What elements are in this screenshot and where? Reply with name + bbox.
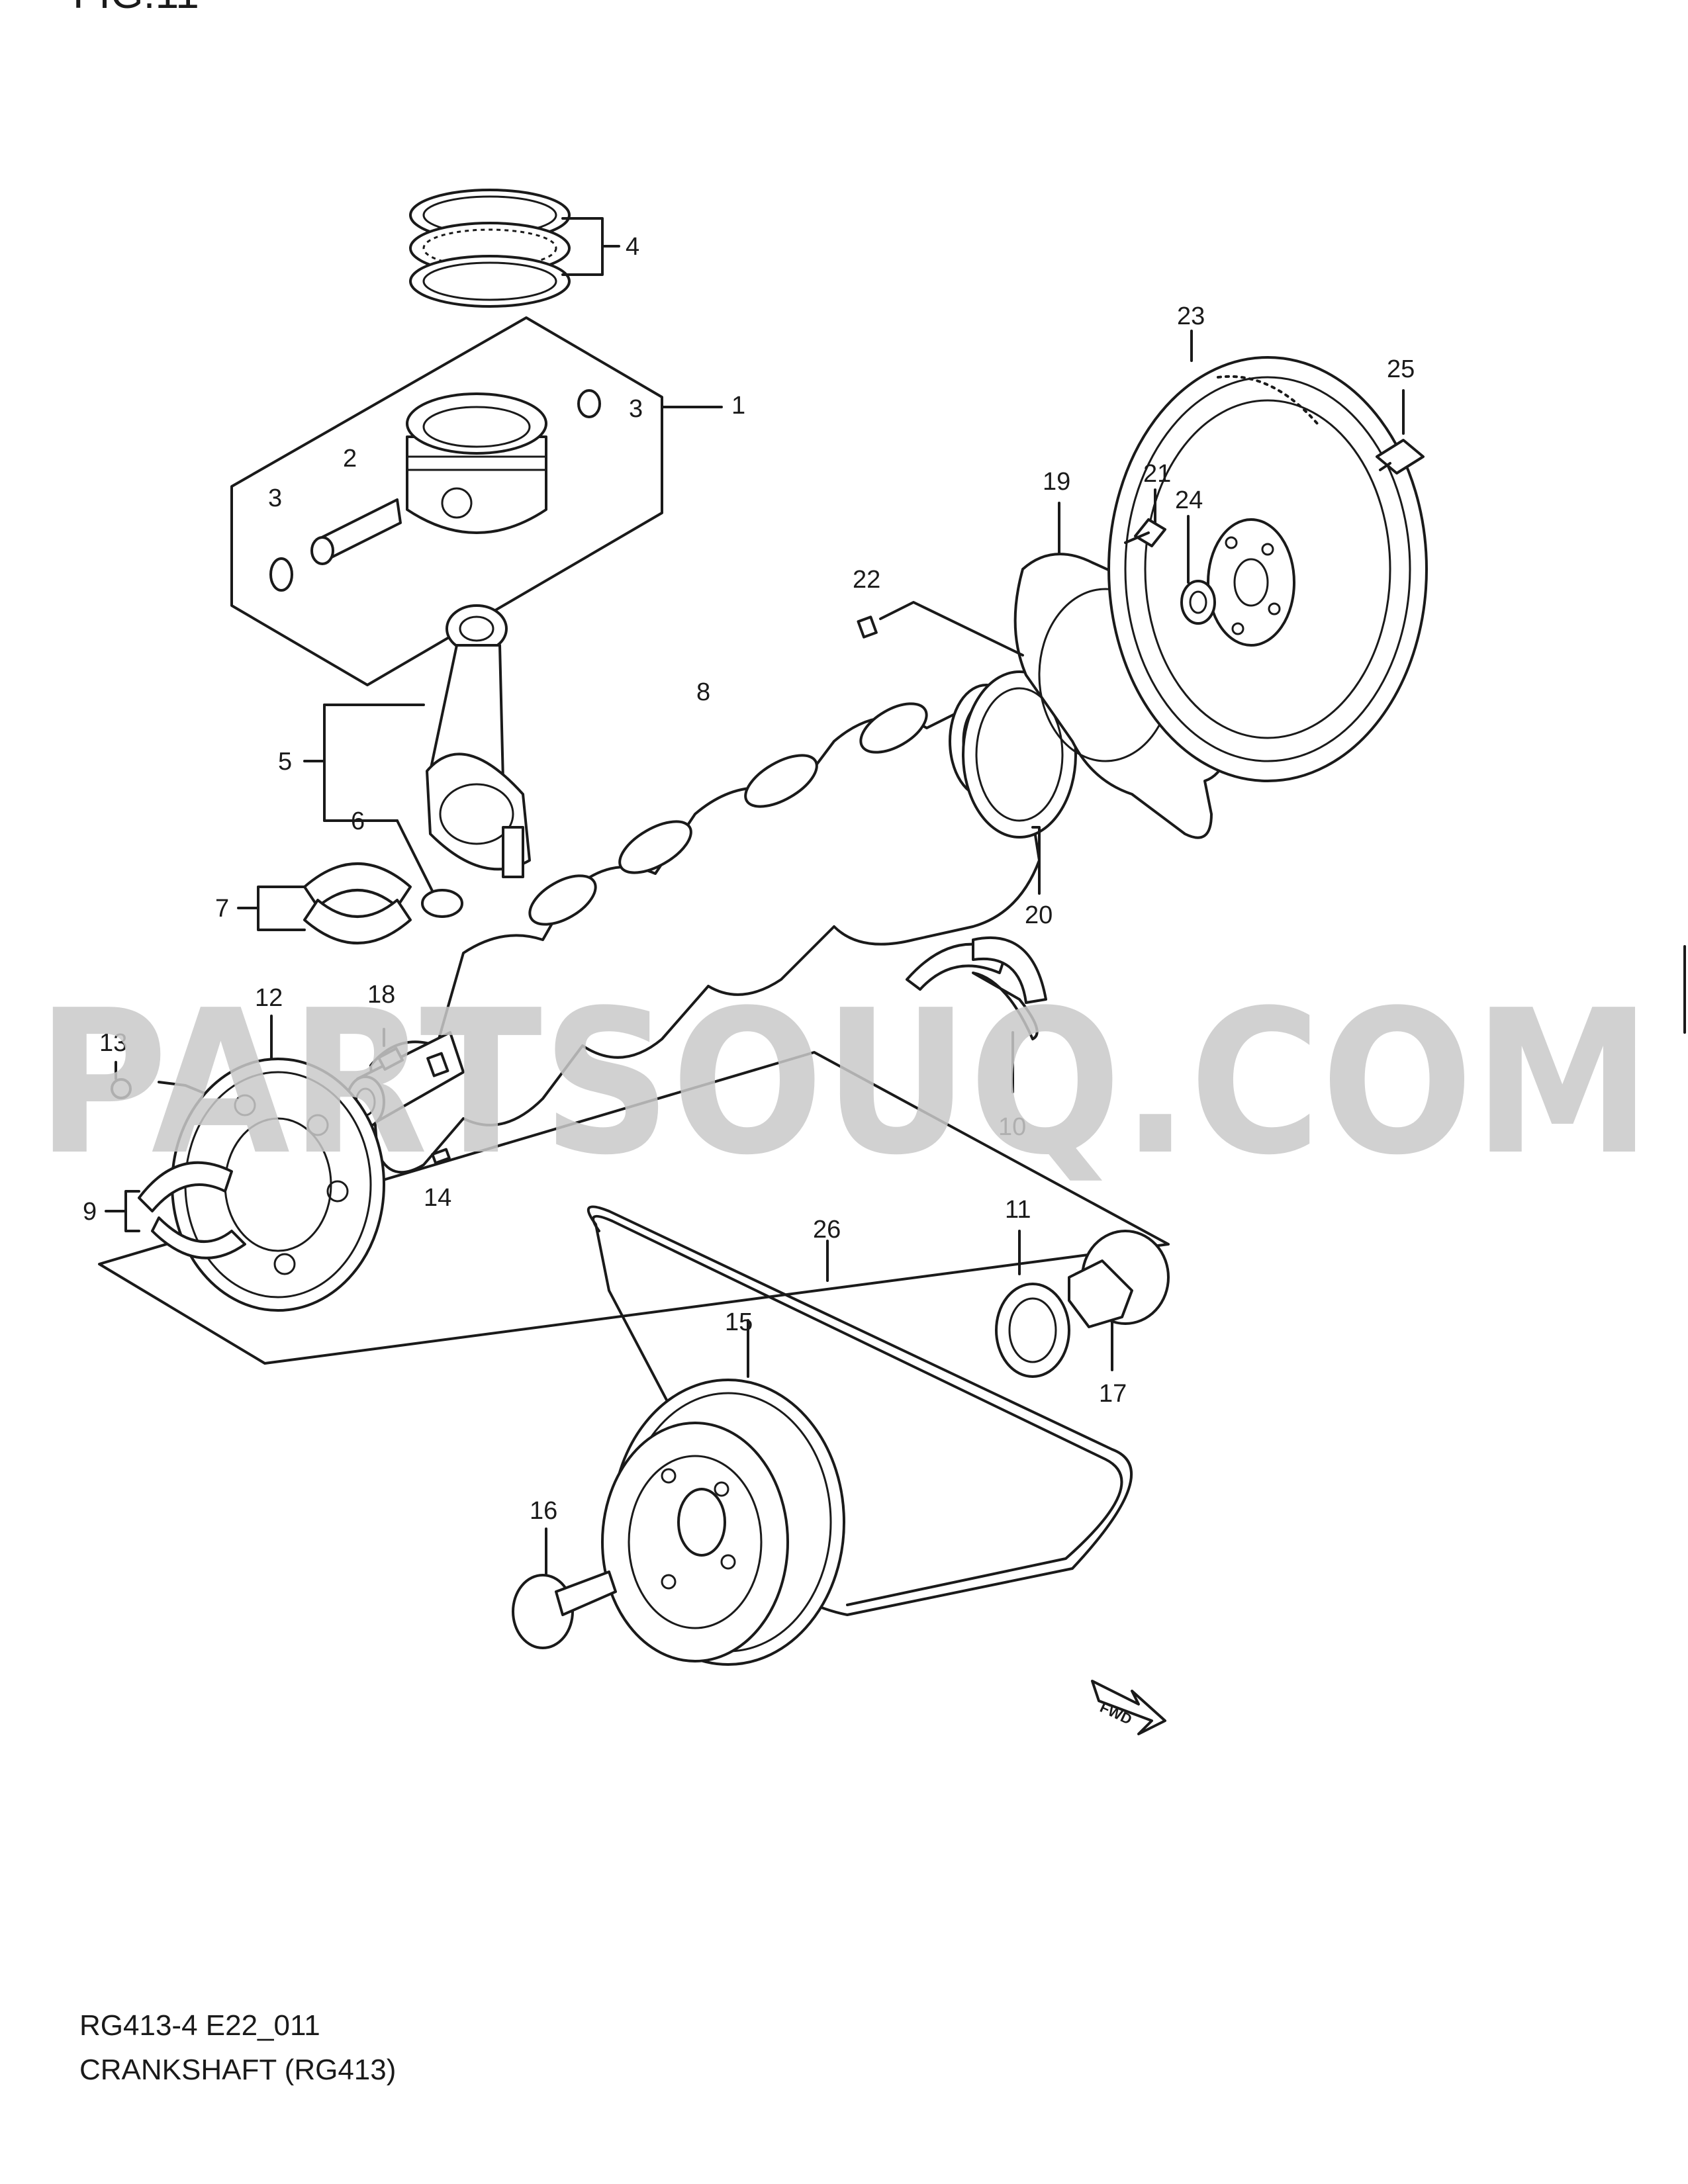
callout-25: 25 (1387, 355, 1415, 383)
callout-3: 3 (268, 484, 282, 512)
callout-12: 12 (255, 984, 283, 1012)
piston-icon (406, 392, 547, 534)
pilot-bearing-icon (1180, 580, 1216, 625)
front-parts-box (98, 1051, 1170, 1365)
key-icon (431, 1148, 451, 1165)
callout-13: 13 (99, 1029, 127, 1057)
diagram-code: RG413-4 E22_011 (79, 2009, 320, 2042)
callout-9: 9 (83, 1198, 97, 1226)
callout-2: 2 (343, 445, 357, 473)
piston-rings-icon (409, 189, 571, 308)
callout-15: 15 (725, 1308, 753, 1336)
callout-11: 11 (1005, 1196, 1031, 1224)
callout-16: 16 (530, 1497, 557, 1525)
figure-label: FIG.11 (73, 0, 199, 17)
callout-21: 21 (1143, 460, 1171, 488)
crank-gear-icon (1068, 1230, 1170, 1328)
callout-10: 10 (998, 1113, 1026, 1141)
callout-24: 24 (1175, 486, 1203, 514)
timing-bolt-icon (111, 1078, 132, 1099)
callout-6: 6 (351, 807, 365, 835)
bearing-shells-icon (303, 862, 412, 944)
callout-18: 18 (367, 981, 395, 1009)
key-icon (426, 1052, 449, 1077)
rear-oil-seal-icon (962, 670, 1077, 839)
bolt-icon (1376, 439, 1425, 475)
main-bearing-shells-icon (138, 1161, 246, 1259)
watermark-text: PARTSOUQ.COM (36, 968, 1652, 1199)
diagram-title: CRANKSHAFT (RG413) (79, 2054, 396, 2086)
flywheel-icon (1107, 356, 1428, 782)
nut-icon (421, 889, 463, 918)
callout-20: 20 (1025, 901, 1053, 929)
main-bearing-shells-icon (906, 936, 1047, 1040)
piston-assembly-box (230, 316, 663, 686)
pulley-icon (601, 1379, 845, 1666)
callout-3: 3 (629, 395, 643, 423)
callout-7: 7 (215, 895, 229, 923)
callout-14: 14 (424, 1184, 451, 1212)
callout-26: 26 (813, 1216, 841, 1244)
circlip-icon (269, 557, 293, 592)
flywheel-bolt-icon (1124, 518, 1166, 547)
front-oil-seal-icon (995, 1283, 1070, 1378)
dowel-pin-icon (857, 615, 878, 639)
callout-23: 23 (1177, 302, 1205, 330)
callout-4: 4 (626, 233, 639, 261)
callout-5: 5 (278, 748, 292, 776)
circlip-icon (577, 389, 601, 418)
callout-22: 22 (853, 566, 880, 594)
piston-pin-icon (310, 498, 402, 565)
connecting-rod-icon (426, 604, 531, 878)
callout-17: 17 (1099, 1380, 1127, 1408)
callout-8: 8 (696, 678, 710, 706)
pulley-bolt-icon (512, 1570, 617, 1649)
callout-1: 1 (731, 392, 745, 420)
callout-19: 19 (1043, 468, 1070, 496)
fwd-arrow-icon: FWD (1091, 1680, 1166, 1735)
